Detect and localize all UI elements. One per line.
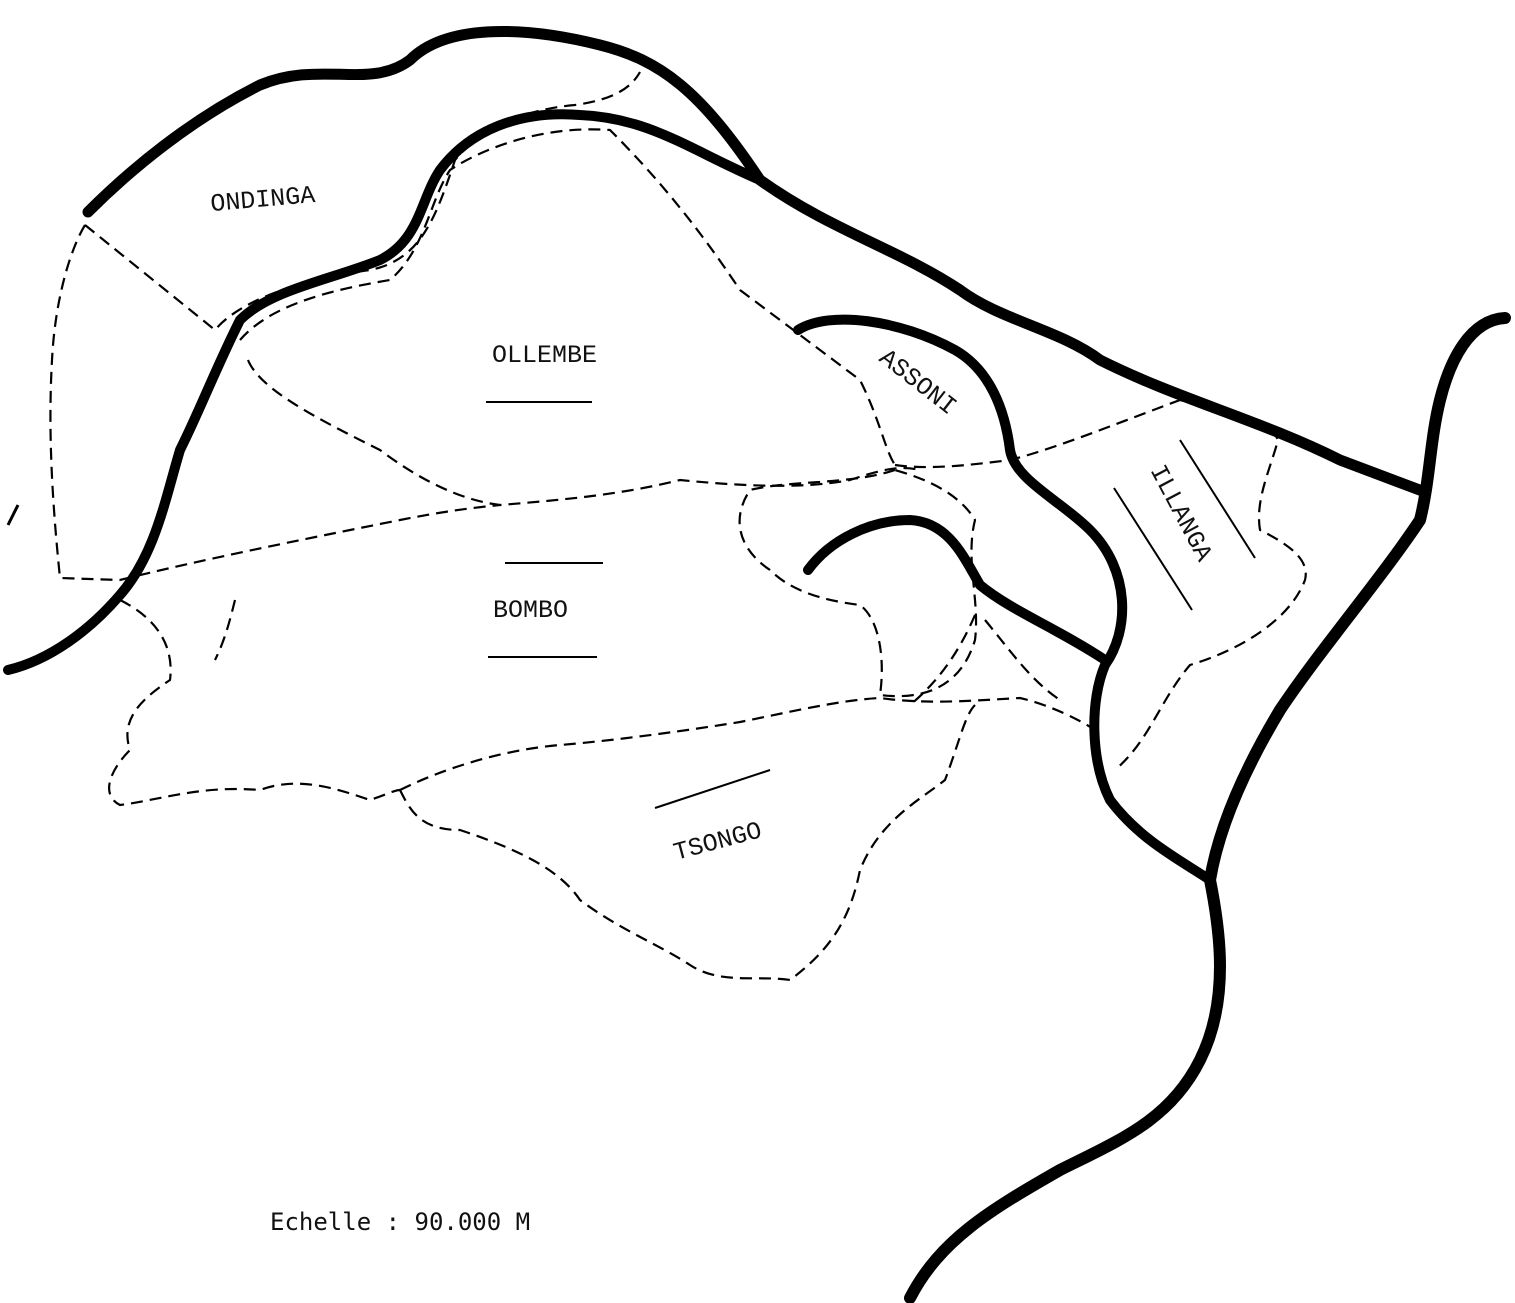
boundary-ollembe-bombo: [246, 359, 921, 507]
boundary-ollembe-north: [239, 128, 896, 466]
river-ollembe-north: [3, 109, 765, 675]
label-tsongo: TSONGO: [671, 816, 765, 867]
rivers: [3, 26, 1511, 1303]
boundary-bombo-southwest: [108, 599, 401, 807]
illanga-underline-2: [1113, 487, 1193, 611]
label-assoni: ASSONI: [873, 343, 962, 421]
river-inner: [803, 515, 1110, 665]
boundary-bombo-east: [738, 468, 978, 698]
tsongo-underline: [654, 769, 771, 809]
boundary-bombo-west: [119, 503, 501, 582]
label-ondinga: ONDINGA: [209, 181, 316, 219]
boundary-west-stub: [214, 599, 237, 661]
boundary-ondinga-west: [49, 224, 121, 582]
river-east: [904, 312, 1511, 1303]
illanga-underline-1: [1179, 439, 1256, 559]
label-ollembe: OLLEMBE: [492, 341, 597, 370]
boundary-assoni-south: [894, 398, 1181, 469]
boundary-illanga: [1114, 398, 1307, 771]
river-assoni: [793, 314, 1215, 885]
river-north: [82, 26, 1431, 498]
edge-mark: [6, 504, 20, 526]
scale-label: Echelle : 90.000 M: [270, 1208, 530, 1236]
boundaries: [49, 71, 1307, 982]
boundary-tsongo: [399, 704, 976, 982]
boundary-junction: [909, 614, 1061, 706]
label-bombo: BOMBO: [493, 596, 568, 625]
boundary-bombo-tsongo: [399, 696, 1096, 791]
